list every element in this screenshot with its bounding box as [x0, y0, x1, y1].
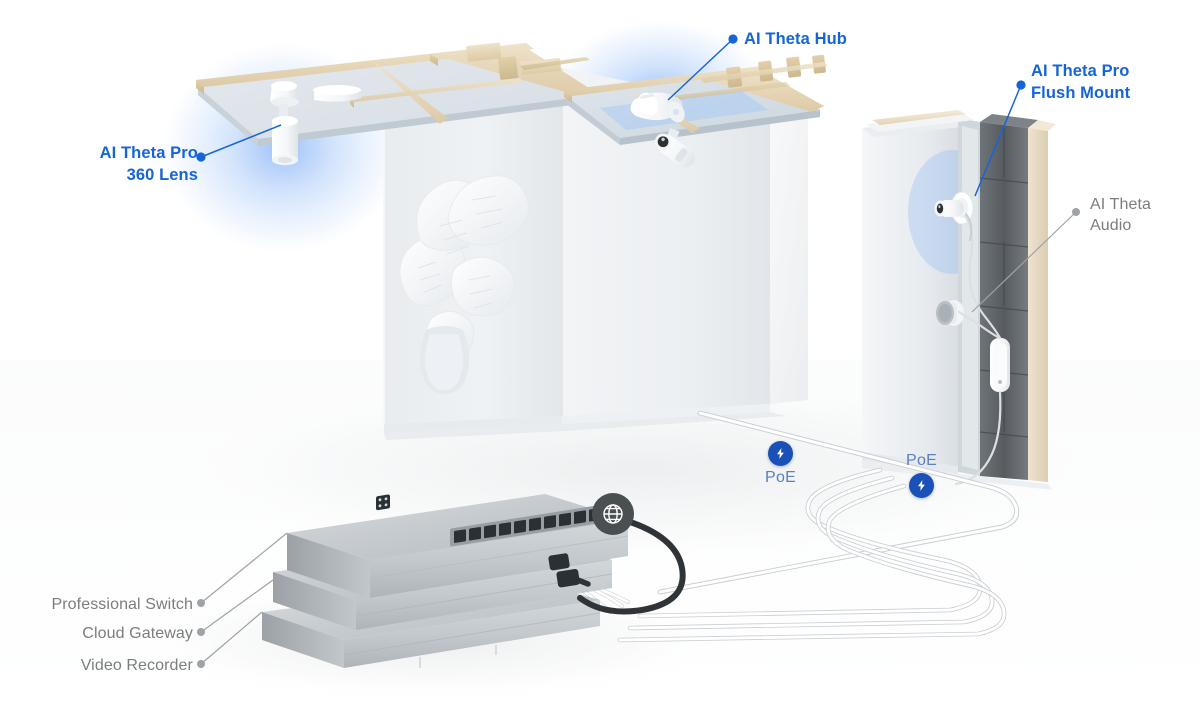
- leader-line-ai-theta-pro-360-lens: [200, 124, 282, 158]
- wan-connectors: [548, 553, 580, 588]
- leader-line-video-recorder: [200, 611, 263, 665]
- poe-badge-wall-run: PoE: [906, 452, 937, 498]
- ceiling-panel-left: [196, 42, 592, 146]
- poe-label: PoE: [906, 452, 938, 469]
- globe-icon: [603, 504, 623, 524]
- leader-dot-ai-theta-pro-360-lens: [196, 152, 206, 162]
- poe-label: PoE: [765, 469, 797, 486]
- callout-leader-lines: [200, 38, 1077, 665]
- leader-line-ai-theta-pro-flush-mount: [974, 84, 1022, 197]
- device-audio-speaker: [936, 300, 964, 326]
- decor-plant: [399, 175, 529, 394]
- leader-dot-ai-theta-audio: [1072, 208, 1080, 216]
- leader-dot-professional-switch: [197, 599, 205, 607]
- leader-dot-ai-theta-hub: [728, 34, 738, 44]
- device-bullet-camera: [654, 127, 695, 168]
- device-ceiling-bar: [313, 85, 362, 102]
- in-wall-poe-adapter: [990, 338, 1010, 392]
- lightning-bolt-icon: [909, 473, 935, 498]
- lightning-bolt-icon: [768, 441, 794, 466]
- callout-dots: [196, 34, 1080, 668]
- leader-dot-cloud-gateway: [197, 628, 205, 636]
- leader-dot-video-recorder: [197, 660, 205, 668]
- leader-dot-ai-theta-pro-flush-mount: [1016, 80, 1026, 90]
- leader-line-professional-switch: [200, 532, 288, 604]
- flush-mount-pigtail: [965, 213, 973, 241]
- device-flush-mount: [934, 191, 974, 225]
- switch-ports: [450, 501, 626, 547]
- poe-badge-ceiling-run: PoE: [765, 441, 796, 487]
- leader-line-cloud-gateway: [200, 579, 274, 633]
- device-360-lens: [270, 81, 299, 166]
- wall-cutaway: [862, 110, 1056, 490]
- leader-line-ai-theta-audio: [971, 211, 1077, 313]
- rack-stack: [262, 494, 629, 668]
- internet-globe-badge: [592, 493, 634, 535]
- leader-line-ai-theta-hub: [667, 38, 734, 101]
